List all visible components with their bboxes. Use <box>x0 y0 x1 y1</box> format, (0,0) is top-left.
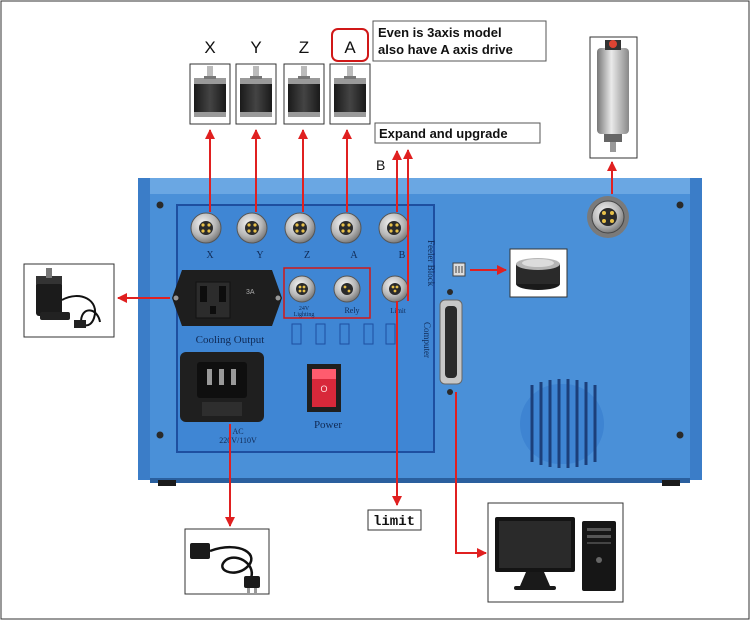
port-label-y: Y <box>256 250 263 261</box>
ac-label: AC <box>232 427 243 436</box>
connector-a <box>330 212 362 244</box>
connection-arrows <box>117 129 617 558</box>
cooling-output-label: Cooling Output <box>196 334 265 346</box>
rely-label: Rely <box>344 306 359 315</box>
limit-note-box <box>367 509 422 531</box>
connector-x <box>190 212 222 244</box>
a-axis-note-line1: Even is 3axis model <box>378 25 502 40</box>
feeler-block-label: Feeler Block <box>426 240 436 287</box>
stepper-motor-z <box>283 63 325 125</box>
motor-label-y: Y <box>250 38 261 57</box>
connector-y <box>236 212 268 244</box>
connector-rely <box>333 275 361 303</box>
port-label-z: Z <box>304 250 310 261</box>
motor-label-x: X <box>204 38 215 57</box>
stepper-motor-y <box>235 63 277 125</box>
computer-port <box>439 289 463 395</box>
limit-port-label: Limit <box>390 307 406 315</box>
socket-rating: 3A <box>246 289 255 296</box>
a-axis-note-line2: also have A axis drive <box>378 42 513 57</box>
spindle-motor-icon <box>589 36 638 159</box>
power-switch-mark: O <box>320 384 327 394</box>
expand-note: Expand and upgrade <box>379 126 508 141</box>
water-pump-icon <box>23 263 115 338</box>
cooling-output-socket: 3A <box>172 270 282 326</box>
computer-icon <box>487 502 624 603</box>
a-axis-note-box <box>372 20 547 62</box>
control-box <box>138 178 702 486</box>
power-label: Power <box>314 419 342 431</box>
ac-power-inlet <box>180 352 264 422</box>
stepper-motor-a <box>329 63 371 125</box>
motor-label-a: A <box>344 38 356 57</box>
lighting-voltage-label: 24V <box>299 306 310 312</box>
port-label-b: B <box>399 250 406 261</box>
connector-limit <box>381 275 409 303</box>
port-label-a: A <box>350 250 358 261</box>
connector-b <box>378 212 410 244</box>
connector-z <box>284 212 316 244</box>
connector-lighting <box>288 275 316 303</box>
port-label-x: X <box>206 250 214 261</box>
computer-port-label: Computer <box>422 322 432 358</box>
touch-probe-icon <box>509 248 568 298</box>
arrow-computer <box>455 392 487 558</box>
speaker-grille <box>520 379 604 468</box>
lighting-label: Lighting <box>294 312 315 318</box>
ac-voltage-label: 220V/110V <box>219 436 257 445</box>
limit-note: limit <box>373 514 415 530</box>
expand-note-box <box>374 122 541 144</box>
b-expansion-label: B <box>376 157 385 173</box>
power-cable-icon <box>184 528 270 595</box>
axis-connectors <box>190 212 410 244</box>
power-switch: O <box>307 364 341 412</box>
spindle-connector <box>587 196 629 238</box>
a-axis-highlight <box>331 28 369 62</box>
rely-lighting-highlight <box>283 267 371 319</box>
indicator-slots <box>291 323 396 345</box>
motor-label-z: Z <box>299 38 309 57</box>
stepper-motor-x <box>189 63 231 125</box>
